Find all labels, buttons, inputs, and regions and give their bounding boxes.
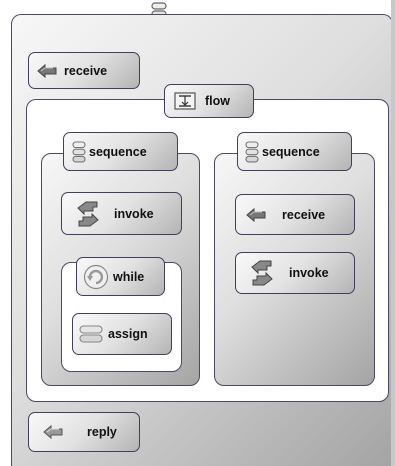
flow-icon <box>174 92 196 110</box>
receive-label: receive <box>282 207 326 222</box>
invoke-label: invoke <box>289 266 329 280</box>
sequence-label: sequence <box>262 144 320 159</box>
reply-icon <box>43 423 65 441</box>
sequence-activity-right[interactable]: sequence <box>237 132 352 171</box>
invoke-icon <box>76 201 100 227</box>
vertical-scrollbar[interactable] <box>391 0 395 466</box>
while-activity[interactable]: while <box>76 257 165 296</box>
reply-activity[interactable]: reply <box>28 412 140 452</box>
flow-label: flow <box>205 94 230 108</box>
while-label: while <box>113 269 145 284</box>
reply-label: reply <box>87 425 117 439</box>
assign-icon <box>79 325 103 343</box>
receive-icon <box>246 206 268 224</box>
receive-icon <box>37 62 59 80</box>
sequence-activity-left[interactable]: sequence <box>63 132 178 171</box>
sequence-icon <box>72 140 86 163</box>
invoke-activity-left[interactable]: invoke <box>61 192 182 235</box>
flow-activity[interactable]: flow <box>164 84 254 118</box>
receive-label: receive <box>64 63 108 78</box>
invoke-activity-right[interactable]: invoke <box>235 252 355 294</box>
assign-label: assign <box>108 327 148 341</box>
receive-activity[interactable]: receive <box>28 52 140 89</box>
invoke-icon <box>250 260 274 286</box>
sequence-icon <box>245 140 259 163</box>
receive-activity-right[interactable]: receive <box>235 194 355 235</box>
sequence-label: sequence <box>89 144 147 159</box>
invoke-label: invoke <box>114 206 154 221</box>
assign-activity[interactable]: assign <box>72 313 172 355</box>
while-icon <box>83 264 109 290</box>
